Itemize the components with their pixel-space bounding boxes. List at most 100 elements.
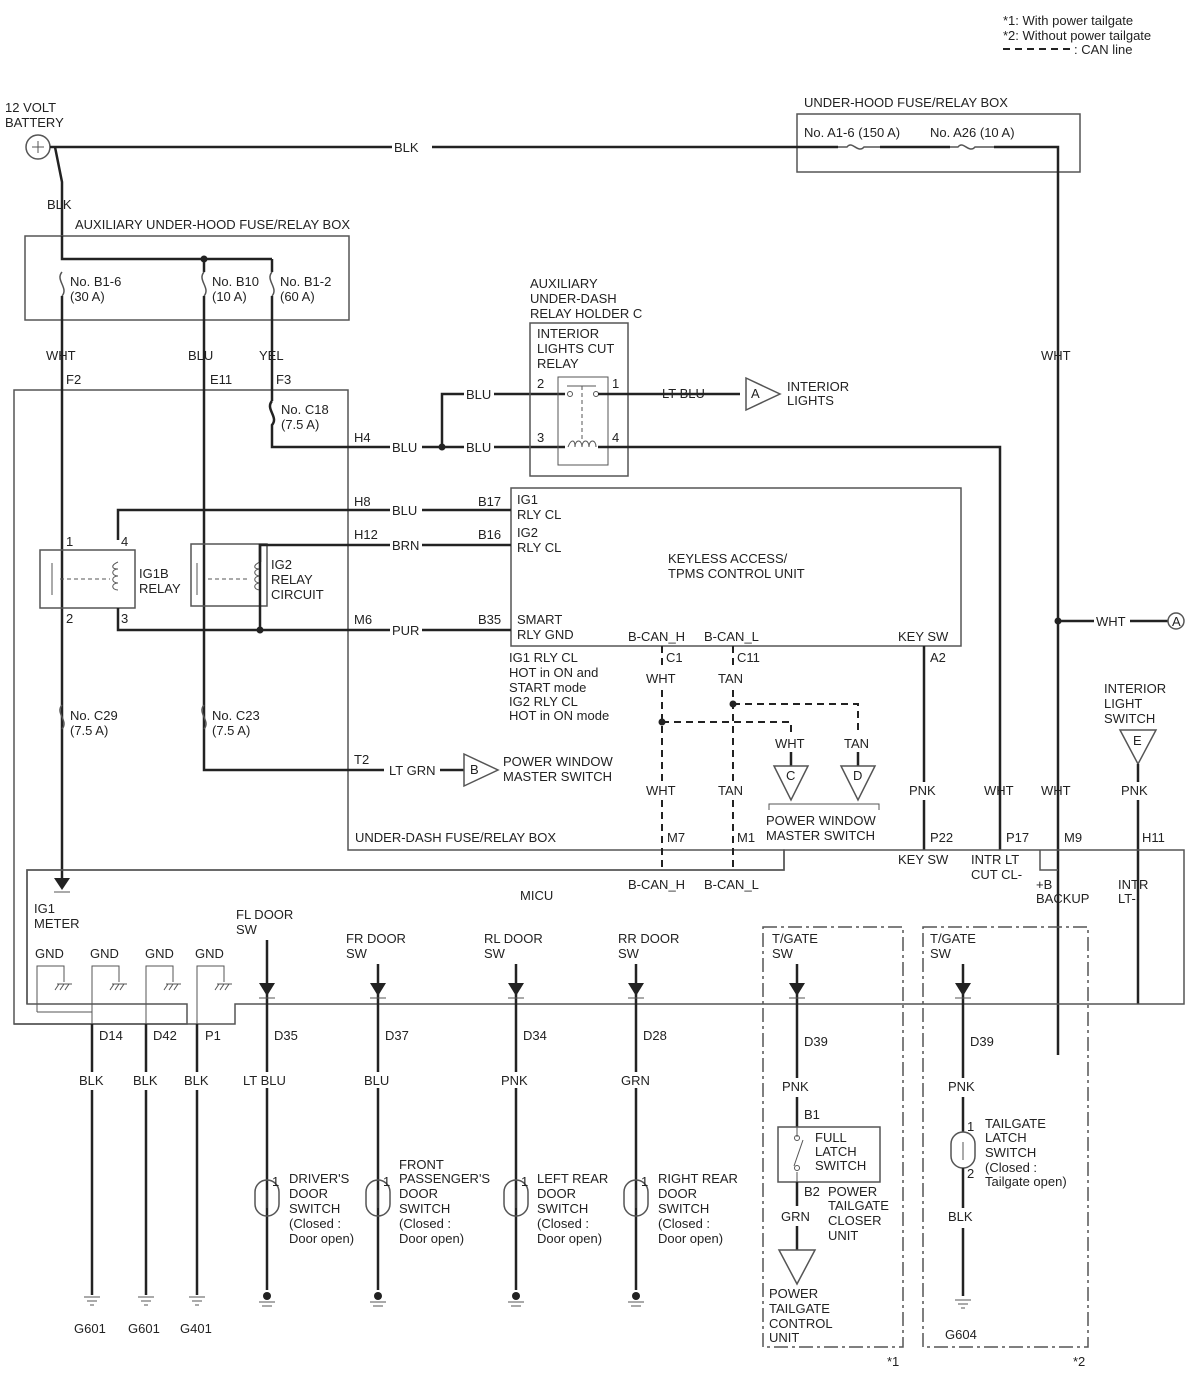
wire-label-wht-m9: WHT bbox=[1041, 783, 1071, 798]
rr-door-label-1: RR DOOR bbox=[618, 931, 679, 946]
ref-e-desc-2: LIGHT bbox=[1104, 696, 1142, 711]
gnd-3-wire bbox=[145, 965, 174, 1024]
drivers-door-switch-icon bbox=[254, 1179, 280, 1217]
ptc-label-2: TAILGATE bbox=[828, 1198, 889, 1213]
fp-label-2: PASSENGER'S bbox=[399, 1171, 490, 1186]
note-line-5: HOT in ON mode bbox=[509, 708, 609, 723]
rl-door-label-2: SW bbox=[484, 946, 506, 961]
drv-label-3: SWITCH bbox=[289, 1201, 340, 1216]
power-tailgate-section: B1 FULL LATCH SWITCH B2 POWER TAILGATE C… bbox=[769, 1097, 889, 1345]
relay-cut-contact-b bbox=[593, 391, 599, 397]
keysw-wire: A2 PNK P22 WHT P17 bbox=[909, 646, 1029, 850]
terminal-h8: H8 bbox=[354, 494, 371, 509]
battery: 12 VOLT BATTERY bbox=[5, 100, 64, 160]
full-latch-switch-icon bbox=[793, 1127, 804, 1182]
aux-under-hood-fuse-box: AUXILIARY UNDER-HOOD FUSE/RELAY BOX No. … bbox=[24, 217, 350, 321]
junction-can-l bbox=[729, 700, 737, 708]
fuse-c29-rating: (7.5 A) bbox=[70, 723, 108, 738]
rl-door-label-1: RL DOOR bbox=[484, 931, 543, 946]
drv-label-2: DOOR bbox=[289, 1186, 328, 1201]
drv-pin1: 1 bbox=[272, 1174, 279, 1189]
note-line-2: HOT in ON and bbox=[509, 665, 598, 680]
terminal-c1: C1 bbox=[666, 650, 683, 665]
wire-blu-branch-up bbox=[440, 392, 464, 447]
tl-label-3: SWITCH bbox=[985, 1145, 1036, 1160]
keyless-bcanl: B-CAN_L bbox=[704, 629, 759, 644]
ig1-meter-arrow bbox=[54, 878, 70, 890]
connector-ref-a2-label: A bbox=[1172, 614, 1181, 629]
tl-pin2: 2 bbox=[967, 1166, 974, 1181]
connector-ref-a-triangle bbox=[745, 376, 782, 412]
relay-cut-pin4: 4 bbox=[612, 430, 619, 445]
ground-3-icon bbox=[163, 983, 181, 991]
micu-grounds: GND GND GND GND bbox=[35, 946, 232, 1024]
tgate-1-arrow bbox=[789, 983, 805, 996]
main-feed-wires: BLK BLK bbox=[47, 140, 1060, 1055]
rr-label-3: SWITCH bbox=[658, 1201, 709, 1216]
under-dash-fuse-box-outline bbox=[13, 389, 785, 1025]
fp-label-3: DOOR bbox=[399, 1186, 438, 1201]
note-line-1: IG1 RLY CL bbox=[509, 650, 578, 665]
wire-label-ltblu-d35: LT BLU bbox=[243, 1073, 286, 1088]
terminal-m9: M9 bbox=[1064, 830, 1082, 845]
right-rear-door-switch-icon bbox=[623, 1179, 649, 1217]
aux-uhfb-busbar bbox=[60, 236, 272, 261]
fuse-b1-6-rating: (30 A) bbox=[70, 289, 105, 304]
gnd-label-2: GND bbox=[90, 946, 119, 961]
ref-b-desc-2: MASTER SWITCH bbox=[503, 769, 612, 784]
terminal-f3: F3 bbox=[276, 372, 291, 387]
rr-door-label-2: SW bbox=[618, 946, 640, 961]
ig1b-pin3: 3 bbox=[121, 611, 128, 626]
ref-a-desc-2: LIGHTS bbox=[787, 393, 834, 408]
wire-ig2-coil-h12 bbox=[258, 543, 390, 562]
fl-door-label-1: FL DOOR bbox=[236, 907, 293, 922]
label-bg-3 bbox=[181, 1072, 213, 1088]
ground-2-icon bbox=[109, 983, 127, 991]
ref-cd-desc-2: MASTER SWITCH bbox=[766, 828, 875, 843]
wire-label-can-wht-3: WHT bbox=[646, 783, 676, 798]
ground-drv-door-icon bbox=[259, 1301, 275, 1307]
ground-label-g601a: G601 bbox=[74, 1321, 106, 1336]
battery-label-2: BATTERY bbox=[5, 115, 64, 130]
wire-label-grn-d28: GRN bbox=[621, 1073, 650, 1088]
ref-a-desc-1: INTERIOR bbox=[787, 379, 849, 394]
wire-label-pnk-ptg: PNK bbox=[782, 1079, 809, 1094]
wire-label-ltblu-top: LT BLU bbox=[662, 386, 705, 401]
terminal-p22: P22 bbox=[930, 830, 953, 845]
terminal-h12: H12 bbox=[354, 527, 378, 542]
wire-wht-backup bbox=[994, 145, 1060, 1055]
interior-lights-cut-relay-icon bbox=[557, 376, 609, 466]
junction-aux-b10 bbox=[200, 255, 208, 263]
fuse-b10-rating: (10 A) bbox=[212, 289, 247, 304]
wire-label-blk-tl: BLK bbox=[948, 1209, 973, 1224]
wire-label-blu-e11: BLU bbox=[188, 348, 213, 363]
tc-label-4: UNIT bbox=[769, 1330, 799, 1345]
wire-label-yel: YEL bbox=[259, 348, 284, 363]
micu-backup-a: +B bbox=[1036, 877, 1052, 892]
note-line-3: START mode bbox=[509, 680, 586, 695]
connector-ref-a-label: A bbox=[751, 386, 760, 401]
gnd-1-wire bbox=[36, 965, 65, 1012]
keyless-access-unit: KEYLESS ACCESS/ TPMS CONTROL UNIT IG1 RL… bbox=[478, 487, 962, 647]
wire-label-pur: PUR bbox=[392, 623, 419, 638]
lr-pin1: 1 bbox=[521, 1174, 528, 1189]
ground-g601a-icon bbox=[84, 1296, 100, 1306]
fp-label-5: (Closed : bbox=[399, 1216, 451, 1231]
wire-label-pnk-h11: PNK bbox=[1121, 783, 1148, 798]
aux-udr-label-3: RELAY HOLDER C bbox=[530, 306, 642, 321]
wire-label-blu-d37: BLU bbox=[364, 1073, 389, 1088]
ground-g601b-icon bbox=[138, 1296, 154, 1306]
gnd-label-4: GND bbox=[195, 946, 224, 961]
option-box-power-tailgate bbox=[762, 926, 904, 1348]
tc-label-1: POWER bbox=[769, 1286, 818, 1301]
fl-door-arrow bbox=[259, 983, 275, 996]
terminal-a2: A2 bbox=[930, 650, 946, 665]
aux-uhfb-title: AUXILIARY UNDER-HOOD FUSE/RELAY BOX bbox=[75, 217, 350, 232]
micu-intl-b: LT- bbox=[1118, 891, 1136, 906]
relay-cut-label-2: LIGHTS CUT bbox=[537, 341, 614, 356]
fuse-c18-rating: (7.5 A) bbox=[281, 417, 319, 432]
terminal-f2: F2 bbox=[66, 372, 81, 387]
wire-label-can-tan-2: TAN bbox=[844, 736, 869, 751]
